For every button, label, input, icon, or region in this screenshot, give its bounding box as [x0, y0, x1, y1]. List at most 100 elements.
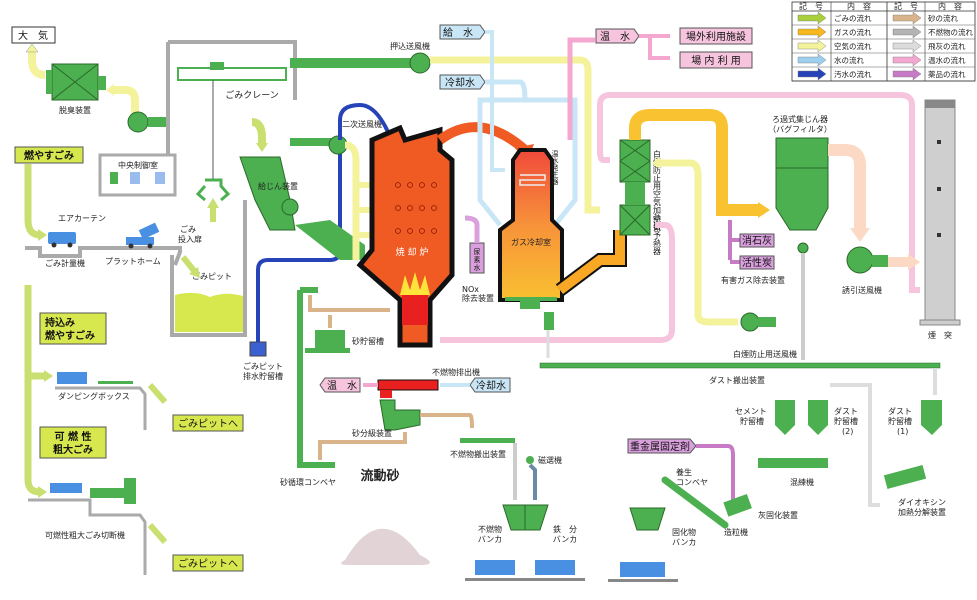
incombustible-conveyor: 不燃物搬出装置: [450, 438, 515, 459]
deodorizer-fan: [127, 111, 166, 133]
air-preheater-label: 空気予熱器: [653, 214, 662, 256]
waste-feeder: 給じん装置: [239, 156, 365, 260]
atmosphere-label: 大 気: [18, 29, 48, 42]
legend-arrow: [892, 25, 922, 39]
dump-truck: [126, 222, 160, 249]
legend-label: 空気の流れ: [834, 41, 872, 51]
secondary-fan-label: 二次送風機: [342, 119, 382, 129]
feeder-label: 給じん装置: [258, 181, 298, 191]
dioxin-unit: ダイオキシン加熱分解装置: [883, 465, 946, 517]
legend-label: 砂の流れ: [928, 13, 958, 23]
sand-classifier: 砂分級装置: [352, 399, 421, 438]
legend-header-content-2: 内 容: [938, 1, 962, 11]
platform-label: プラットホーム: [105, 257, 161, 266]
brought-burnable-tag: 持込み燃やすごみ: [39, 312, 107, 345]
dust-conveyor: ダスト搬出装置: [539, 362, 941, 385]
ash-solidifier: 灰固化装置 造粒機: [723, 493, 798, 537]
chimney-label: 煙 突: [928, 330, 952, 340]
legend-arrow: [892, 53, 922, 67]
sand-storage: 砂貯留槽: [305, 330, 384, 353]
pit-drain-label: ごみピット排水貯留槽: [243, 361, 283, 381]
onsite-use-tag: 場 内 利 用: [679, 51, 753, 69]
input-door-label: ごみ投入扉: [178, 224, 202, 244]
activated-carbon-tag: 活性炭: [739, 255, 775, 270]
legend-arrow: [797, 11, 827, 25]
cement-tank-label: セメント貯留槽: [735, 407, 767, 426]
harmful-gas-label: 有害ガス除去装置: [721, 275, 785, 285]
pit-drain-tank: ごみピット排水貯留槽: [243, 341, 283, 381]
bulky-waste-tag: 可 燃 性粗大ごみ: [39, 426, 107, 459]
gas-cooling-label: ガス冷却室: [511, 237, 551, 247]
dust-tank-1-label: ダスト貯留槽(1): [888, 406, 912, 436]
bunkers: 不燃物バンカ 鉄 分バンカ: [478, 504, 577, 544]
dust-tank-2-label: ダスト貯留槽(2): [834, 406, 858, 436]
magnet-separator: 磁選機: [526, 455, 562, 465]
legend-label: ごみの流れ: [834, 13, 872, 23]
urea-label: 尿素水: [474, 248, 481, 272]
sand-circ-conveyor-label: 砂循環コンベヤ: [280, 477, 336, 487]
cooling-water-tag-2: 冷却水: [469, 377, 511, 393]
legend-label: 薬品の流れ: [928, 69, 966, 79]
legend-label: 水の流れ: [834, 55, 864, 65]
dust-conveyor-label: ダスト搬出装置: [709, 375, 765, 385]
granulator-label: 造粒機: [724, 527, 748, 537]
air-heater-stack: [619, 139, 651, 236]
waste-crane: ごみクレーン: [177, 62, 287, 202]
legend-label: 不燃物の流れ: [928, 27, 973, 37]
legend-label: 汚水の流れ: [834, 69, 872, 79]
weighing-label: ごみ計量機: [45, 258, 85, 268]
magnet-label: 磁選機: [538, 455, 562, 465]
legend-arrow: [797, 39, 827, 53]
air-curtain-label: エアカーテン: [58, 214, 106, 223]
deodorizer-label: 脱臭装置: [59, 105, 91, 115]
waste-pit: ごみピット: [170, 200, 247, 337]
white-smoke-fan-label: 白煙防止用送風機: [733, 349, 797, 359]
activated-carbon-label: 活性炭: [742, 256, 772, 269]
dumping-box: ダンピングボックス: [55, 372, 147, 430]
cooling-water-tag: 冷却水: [439, 74, 486, 90]
fluid-sand-label: 流動砂: [360, 468, 399, 484]
deodorizer: 脱臭装置: [46, 63, 106, 115]
cooling-water-2-label: 冷却水: [476, 379, 506, 392]
kneader: 混練機: [758, 458, 828, 487]
trucks-incombustible: [465, 560, 585, 581]
legend-arrow: [892, 39, 922, 53]
white-smoke-fan: 白煙防止用送風機: [733, 312, 797, 359]
atmosphere-box: 大 気: [11, 26, 56, 44]
onsite-use-label: 場 内 利 用: [691, 54, 741, 67]
solid-bunker: 固化物バンカ: [629, 507, 696, 547]
legend-arrow: [797, 25, 827, 39]
legend-label: 飛灰の流れ: [928, 41, 966, 51]
legend-arrow: [892, 11, 922, 25]
gas-cooling-chamber: ガス冷却室: [498, 148, 564, 309]
legend-header-content: 内 容: [847, 1, 871, 11]
cooling-water-label: 冷却水: [445, 76, 475, 89]
hot-water-label: 温 水: [600, 31, 630, 43]
slaked-lime-tag: 消石灰: [739, 233, 775, 248]
heavy-metal-tag: 重金属固定剤: [627, 438, 697, 454]
to-pit-tag-1: ごみピットへ: [172, 414, 244, 432]
hot-water-tag: 温 水: [595, 28, 640, 44]
ash-solidify-label: 灰固化装置: [758, 510, 798, 520]
legend-header-symbol-2: 記 号: [894, 1, 918, 11]
feed-water-label: 給 水: [443, 26, 473, 39]
iron-bunker-label: 鉄 分バンカ: [553, 524, 577, 544]
white-smoke-heater-label: 白煙防止用空気加熱器: [653, 149, 662, 231]
dust-tank-2: ダスト貯留槽(2): [808, 400, 858, 436]
to-pit-1-label: ごみピットへ: [178, 417, 238, 430]
hot-water-tag-2: 温 水: [319, 377, 361, 393]
legend-header-symbol: 記 号: [799, 1, 823, 11]
legend-arrow: [797, 53, 827, 67]
legend-label: 温水の流れ: [928, 55, 966, 65]
incombustible-discharger: 不燃物排出機: [377, 367, 480, 398]
legend-label: ガスの流れ: [834, 27, 872, 37]
to-pit-2-label: ごみピットへ: [178, 557, 238, 570]
incinerator: 焼 却 炉: [356, 124, 455, 348]
pit-label: ごみピット: [192, 271, 232, 281]
kneader-label: 混練機: [790, 477, 814, 487]
curing-conveyor: 養生コンベヤ: [661, 467, 729, 529]
induced-fan-label: 誘引送風機: [842, 285, 882, 295]
control-room-label: 中央制御室: [118, 160, 158, 170]
